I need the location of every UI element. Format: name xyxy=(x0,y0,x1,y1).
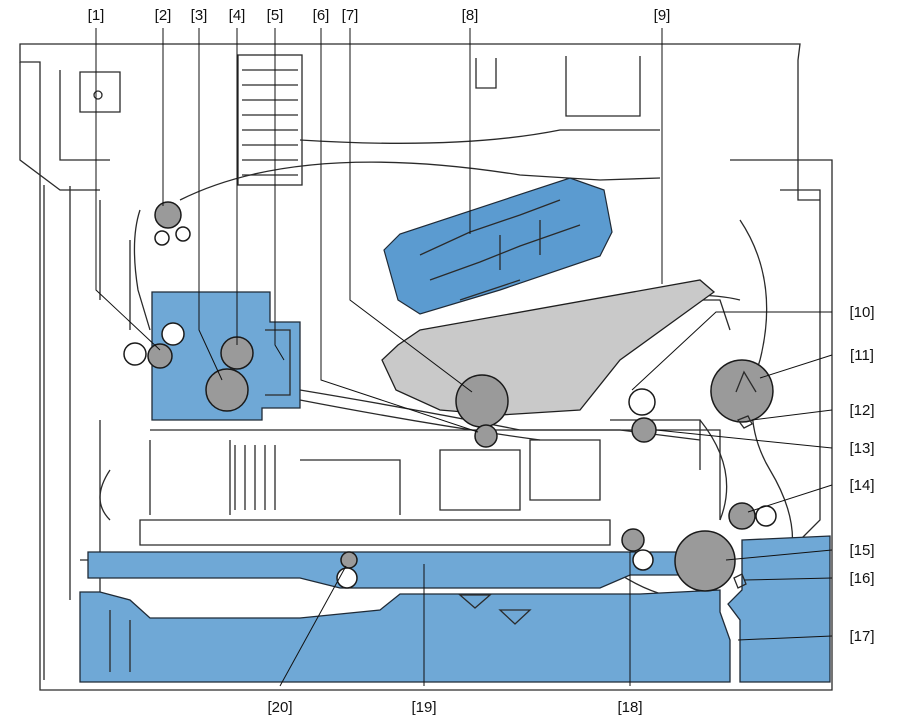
roller-7 xyxy=(455,374,509,428)
callout-15: [15] xyxy=(849,542,874,559)
leader-lines xyxy=(95,28,833,687)
multi-purpose-tray xyxy=(727,535,831,683)
roller-1 xyxy=(147,343,173,369)
laser-scanner-unit xyxy=(383,177,613,315)
roller-1-idler xyxy=(123,342,147,366)
callout-14: [14] xyxy=(849,477,874,494)
roller-2-idler-a xyxy=(154,230,170,246)
callout-13: [13] xyxy=(849,440,874,457)
roller-2-idler-b xyxy=(175,226,191,242)
upper-paper-path xyxy=(133,209,151,331)
callout-11: [11] xyxy=(850,347,874,364)
callout-17: [17] xyxy=(849,628,874,645)
roller-11 xyxy=(710,359,774,423)
callout-12: [12] xyxy=(849,402,874,419)
callout-1: [1] xyxy=(88,7,105,24)
callout-18: [18] xyxy=(617,699,642,716)
roller-20-idler xyxy=(336,567,358,589)
roller-20 xyxy=(340,551,358,569)
roller-10-idler xyxy=(628,388,656,416)
callout-9: [9] xyxy=(654,7,671,24)
part-16 xyxy=(733,573,747,589)
roller-2 xyxy=(154,201,182,229)
callout-2: [2] xyxy=(155,7,172,24)
callout-labels: [1] [2] [3] [4] [5] [6] [7] [8] [9] [10]… xyxy=(88,7,875,716)
callout-3: [3] xyxy=(191,7,208,24)
pressure-roller xyxy=(161,322,185,346)
callout-16: [16] xyxy=(849,570,874,587)
roller-18 xyxy=(621,528,645,552)
roller-14-idler xyxy=(755,505,777,527)
roller-14 xyxy=(728,502,756,530)
roller-3 xyxy=(205,368,249,412)
part-12 xyxy=(736,415,753,429)
callout-20: [20] xyxy=(267,699,292,716)
callout-6: [6] xyxy=(313,7,330,24)
roller-13 xyxy=(631,417,657,443)
callout-19: [19] xyxy=(411,699,436,716)
callout-4: [4] xyxy=(229,7,246,24)
callout-10: [10] xyxy=(849,304,874,321)
rollers xyxy=(123,201,777,592)
roller-18-idler xyxy=(632,549,654,571)
roller-15 xyxy=(674,530,736,592)
duplex-feed-unit xyxy=(87,551,681,589)
callout-5: [5] xyxy=(267,7,284,24)
cassette xyxy=(79,589,731,683)
callout-7: [7] xyxy=(342,7,359,24)
callout-8: [8] xyxy=(462,7,479,24)
roller-6 xyxy=(474,424,498,448)
